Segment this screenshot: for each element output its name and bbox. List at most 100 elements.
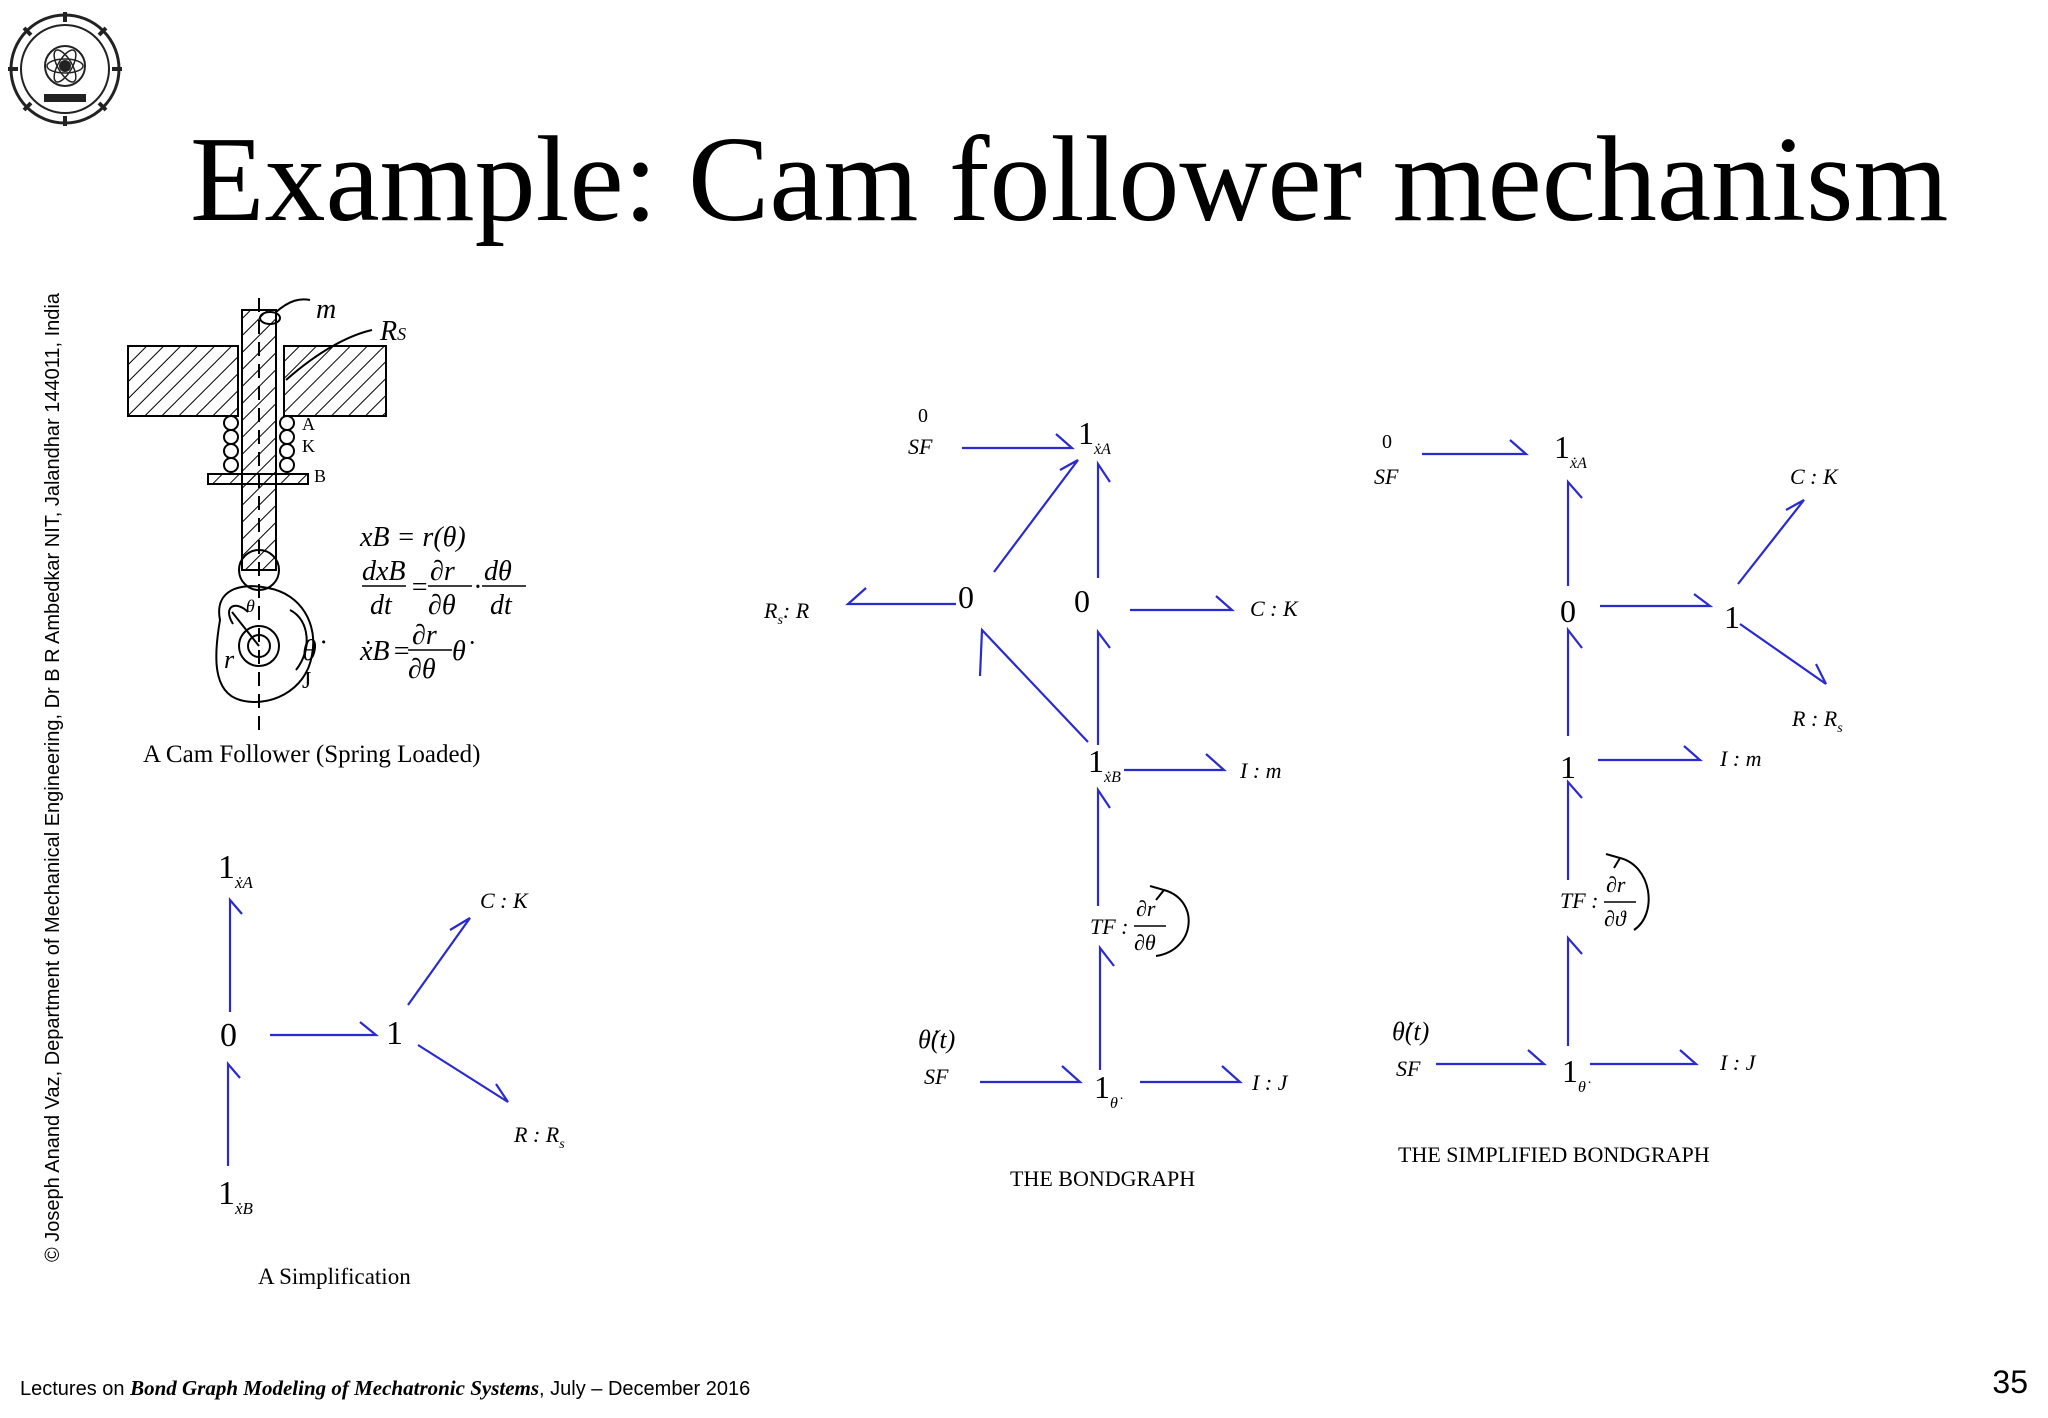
simp-node-1xB: 1ẋB [218,1175,254,1218]
bg-tf-arc [1155,889,1190,957]
cam-profile [215,585,315,704]
sbg-sf-top: SF [1374,464,1399,489]
sbg-TF-num: ∂r [1606,872,1626,897]
sbg-CK: C : K [1790,464,1839,489]
sbg-bond-1-to-Im [1598,745,1703,762]
cam-follower-sketch [127,298,387,730]
point-b-label: B [314,466,326,486]
bg-TF: TF : [1090,914,1129,939]
eq-dot: · [474,572,481,603]
theta-arc [228,604,249,625]
institute-logo [8,12,122,126]
point-a-label: A [302,414,315,434]
sbg-Im: I : m [1719,746,1762,771]
eq-partial-den: ∂θ [428,590,456,621]
simp-CK: C : K [480,888,529,913]
sbg-node-1-mid: 1 [1560,749,1576,785]
radius-line [231,611,260,647]
sbg-IJ: I : J [1719,1050,1757,1075]
simplification-nodes: 1ẋA 0 1 1ẋB C : K R : Rs [218,849,565,1218]
spring-right [279,415,295,473]
bg-bond-SF-to-1xA [962,433,1075,450]
sbg-node-1-right: 1 [1724,599,1740,635]
sbg-sf-bottom-source: θ̇(t) [1392,1017,1429,1046]
bg-TF-num: ∂r [1136,896,1156,921]
bg-sf-bottom-source: θ̇(t) [918,1025,955,1054]
eq-equals-1: = [410,572,429,603]
page-number: 35 [1992,1364,2028,1400]
sbg-bond-1-to-RRs [1739,623,1827,685]
simp-node-1: 1 [386,1015,403,1052]
spring-rs-label: RS [379,316,406,347]
roller [238,549,280,591]
sbg-node-0: 0 [1560,593,1576,629]
sbg-RRs: R : Rs [1791,706,1843,736]
omega-arc [289,609,308,671]
sbg-bond-SF-to-1xA [1422,439,1529,456]
thetadot-label: θ̇ [302,634,326,667]
bg-bond-1xB-to-Im [1124,753,1227,772]
bg-node-1theta: 1θ̇ [1094,1069,1123,1112]
sbg-node-1xA: 1ẋA [1554,429,1587,472]
eq3-thetadot: θ̇ [452,636,474,667]
cam-shaft-outer [238,625,280,667]
bondgraph-bonds [845,433,1243,1084]
bg-Im: I : m [1239,758,1282,783]
bondgraph-nodes: 0 SF 1ẋA Rs: R 0 0 C : K 1ẋB I : m TF : … [763,405,1299,1112]
simp-RRs: R : Rs [513,1122,565,1152]
sbg-bond-SF-to-1theta [1436,1049,1547,1066]
point-k-label: K [302,436,315,456]
bg-bond-SF-to-1theta [980,1065,1083,1084]
sbg-node-1theta: 1θ̇ [1562,1053,1591,1096]
bg-bond-0-to-CK [1130,595,1235,612]
footer: Lectures on Bond Graph Modeling of Mecha… [20,1376,750,1401]
bg-node-1xA: 1ẋA [1078,415,1111,458]
sbg-bond-1-to-CK [1737,499,1805,585]
bg-bond-1xB-to-0 [1096,628,1111,745]
inertia-j-label: J [302,668,311,694]
bg-bond-1theta-to-IJ [1140,1065,1243,1084]
cam-shaft-inner [247,634,271,658]
simplification-bonds [226,897,509,1166]
sbg-bond-1-to-0 [1566,626,1583,736]
eq3-den: ∂θ [408,654,436,685]
bond-1-to-CK [407,917,471,1006]
bg-CK: C : K [1250,596,1299,621]
sbg-bond-TF-to-1 [1566,779,1583,880]
slide-title: Example: Cam follower mechanism [190,112,1949,247]
eq-partial-num: ∂r [430,556,455,587]
eq-xbdot: ẋB [359,636,390,667]
bg-bond-0left-to-RsR [845,587,956,606]
ground-right [283,345,387,417]
spring-seat [207,473,309,485]
simp-node-1xA: 1ẋA [218,849,254,892]
bg-IJ: I : J [1251,1070,1289,1095]
sbg-bond-0-to-1xA [1566,479,1583,586]
spring-left [223,415,239,473]
sbg-bond-1theta-to-TF [1566,935,1583,1046]
bg-sf-bottom: SF [924,1064,949,1089]
footer-term: , July – December 2016 [539,1378,751,1400]
bg-TF-den: ∂θ [1134,930,1156,955]
simplified-bondgraph-bonds [1422,439,1827,1066]
bond-1-to-RRs [417,1044,509,1103]
bond-0-to-1xB [226,1061,241,1166]
bg-bond-0-to-1xA [1096,460,1111,578]
bg-sf-top-zero: 0 [918,405,928,427]
rod-top [259,311,281,325]
bondgraph-caption: THE BONDGRAPH [1010,1166,1195,1191]
mass-label: m [316,294,336,325]
theta-label: θ [246,596,255,616]
sbg-bond-1theta-to-IJ [1590,1049,1699,1066]
sbg-bond-0-to-1 [1600,593,1714,608]
radius-label: r [224,645,235,674]
bg-bond-1theta-to-TF [1098,944,1115,1070]
rs-leader [285,329,373,381]
bg-node-0-right: 0 [1074,583,1090,619]
footer-course-title: Bond Graph Modeling of Mechatronic Syste… [130,1376,540,1400]
cam-point-labels: A K B J [302,414,326,694]
eq-velocity-lhs-num: dxB [362,556,406,587]
bg-node-1xB: 1ẋB [1088,743,1121,786]
